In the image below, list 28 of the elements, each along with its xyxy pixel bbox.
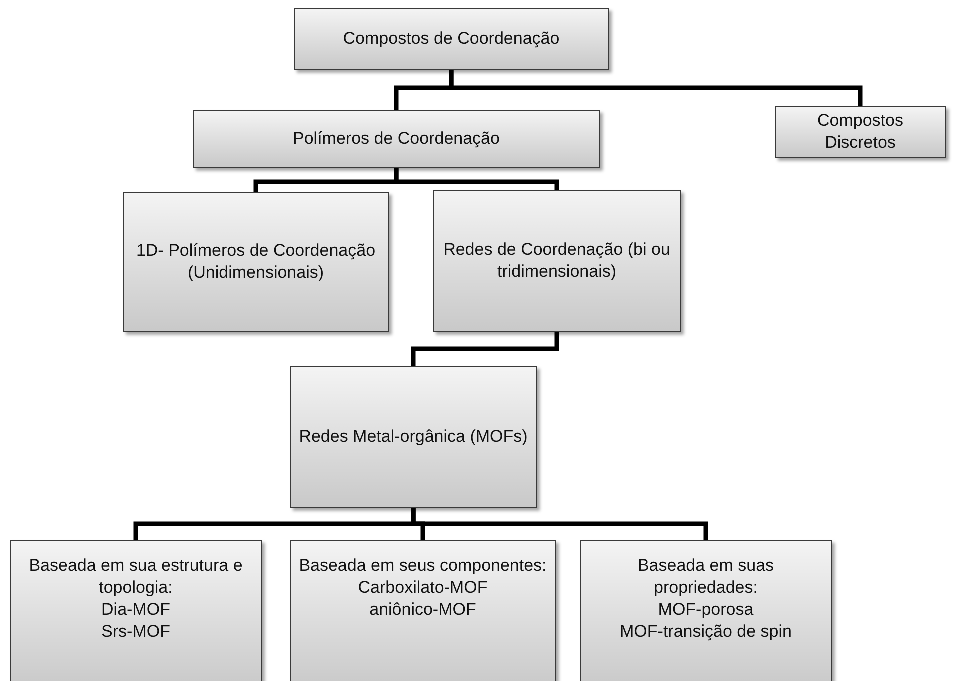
category-label: Baseada em seus componentes: <box>299 555 547 577</box>
category-label: Compostos Discretos <box>816 110 904 154</box>
category-label: Polímeros de Coordenação <box>293 128 500 150</box>
example-label: Dia-MOF <box>102 599 170 622</box>
connector-line <box>449 70 863 106</box>
example-label: aniônico-MOF <box>370 599 476 622</box>
category-label: Redes de Coordenação (bi ou tridimensionais) <box>442 238 672 283</box>
connector-line <box>394 168 560 190</box>
connector-line <box>411 332 560 366</box>
category-box <box>290 366 537 508</box>
category-box <box>433 190 681 332</box>
category-box <box>580 540 832 681</box>
example-label: Carboxilato-MOF <box>358 577 488 600</box>
category-box <box>123 192 389 332</box>
category-label: Redes Metal-orgânica (MOFs) <box>299 426 528 448</box>
category-box <box>290 540 556 681</box>
example-label: Srs-MOF <box>102 621 170 644</box>
category-label: Baseada em sua estrutura e topologia: <box>28 555 244 600</box>
example-label: MOF-porosa <box>658 599 754 622</box>
category-label: Compostos de Coordenação <box>343 28 560 50</box>
category-box <box>10 540 262 681</box>
category-box <box>294 8 609 70</box>
category-box <box>193 110 600 168</box>
connector-line <box>411 508 708 540</box>
example-label: MOF-transição de spin <box>620 621 792 644</box>
category-label: Baseada em suas propriedades: <box>636 555 776 600</box>
category-label: 1D- Polímeros de Coordenação (Unidimensionais) <box>135 240 377 284</box>
category-box <box>775 106 946 158</box>
